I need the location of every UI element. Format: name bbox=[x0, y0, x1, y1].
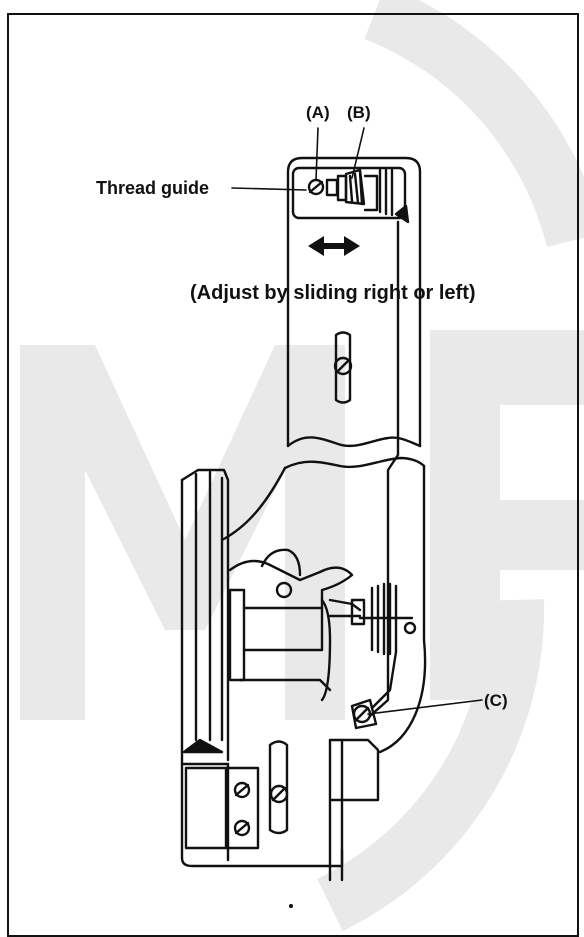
guide-plate-upper bbox=[286, 156, 422, 448]
tension-assembly-b bbox=[325, 168, 410, 224]
label-a: (A) bbox=[306, 103, 330, 122]
plate-window bbox=[291, 166, 407, 220]
leader-c bbox=[367, 699, 483, 715]
leader-b bbox=[351, 127, 365, 179]
tension-disc-lower bbox=[358, 582, 417, 710]
thread-line bbox=[368, 220, 400, 718]
label-adjust-instruction: (Adjust by sliding right or left) bbox=[190, 282, 476, 304]
pulley-wheel bbox=[180, 468, 230, 860]
page-dot bbox=[289, 904, 293, 908]
slot-screw bbox=[333, 356, 353, 376]
leader-thread-guide bbox=[231, 187, 307, 191]
bracket-lower-torn-edge bbox=[283, 456, 426, 470]
bracket-outline bbox=[220, 466, 287, 542]
adjust-slot bbox=[334, 331, 352, 404]
machine-body bbox=[180, 738, 380, 882]
label-b: (B) bbox=[347, 103, 371, 122]
shaft-cams bbox=[228, 548, 366, 702]
guide-plate-top-torn-edge bbox=[286, 436, 422, 448]
leader-a bbox=[315, 127, 319, 181]
label-c: (C) bbox=[484, 691, 508, 710]
double-arrow bbox=[308, 236, 360, 256]
machine-drawing bbox=[180, 127, 483, 882]
page-border bbox=[7, 13, 579, 937]
label-thread-guide: Thread guide bbox=[96, 178, 210, 198]
watermark-graphic bbox=[316, 0, 584, 932]
watermark-letters bbox=[20, 330, 584, 720]
